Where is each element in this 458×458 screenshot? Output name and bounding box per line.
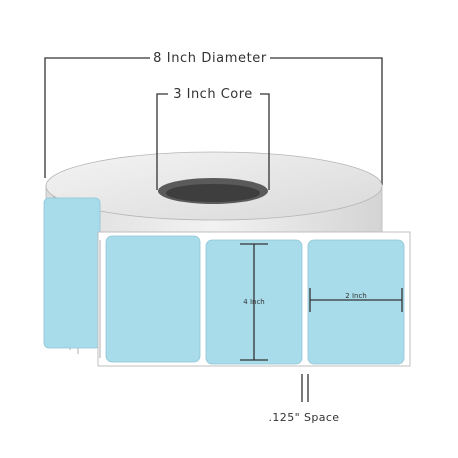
diameter-dimension: 8 Inch Diameter [44,51,383,185]
core-bracket-left [156,93,168,190]
label-2 [105,235,201,363]
core-hole-inner [166,184,260,202]
core-dimension: 3 Inch Core [156,87,270,190]
diameter-bracket-right [270,57,383,185]
core-label: 3 Inch Core [173,87,253,102]
label-width-text: 2 Inch [345,292,366,300]
diameter-bracket-left [44,57,150,178]
spacing-dimension: .125" Space [269,374,340,424]
label-height-text: 4 Inch [243,298,264,306]
roll-label-1 [43,197,101,349]
label-4 [307,239,405,365]
spacing-label: .125" Space [269,411,340,424]
core-bracket-right [260,93,270,190]
label-height-dimension: 4 Inch [240,243,268,361]
diameter-label: 8 Inch Diameter [153,51,267,66]
label-width-dimension: 2 Inch [309,288,403,312]
